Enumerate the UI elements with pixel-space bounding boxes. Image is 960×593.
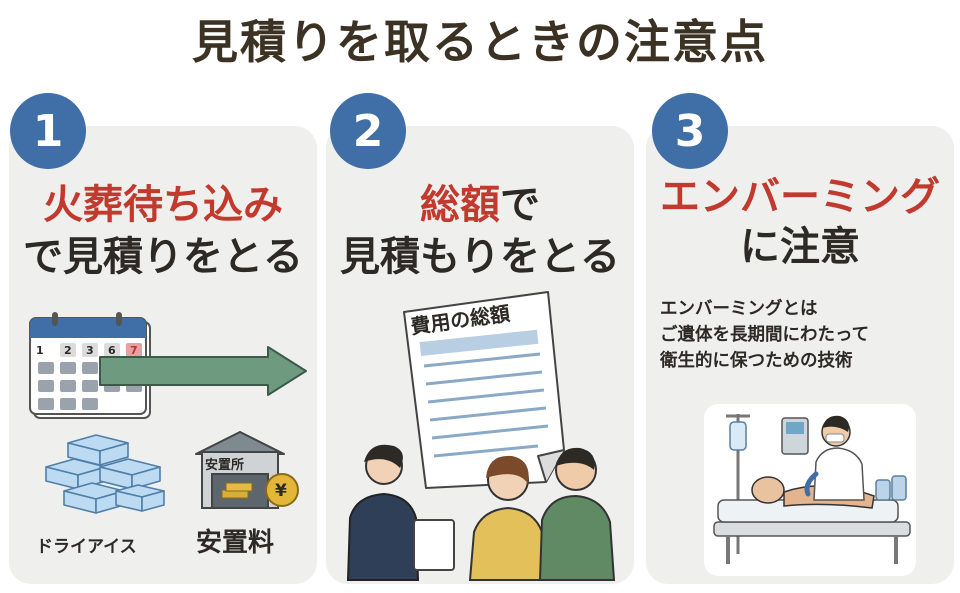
morgue-sign-label: 安置所: [205, 458, 245, 473]
card2-heading-suffix: で: [500, 182, 540, 228]
calendar-day-7: 7: [130, 344, 138, 357]
morgue-building-icon: [195, 431, 299, 509]
description-line-3: 衛生的に保つための技術: [660, 351, 853, 371]
card2-heading-line1: 総額で: [326, 180, 634, 230]
morgue-fee-label: 安置料: [196, 528, 275, 558]
calendar-day-6: 6: [108, 344, 116, 357]
cost-document-icon: [403, 291, 565, 489]
family-consultation-illustration: [346, 444, 616, 581]
description-line-2: ご遺体を長期間にわたって: [660, 325, 870, 345]
description-line-1: エンバーミングとは: [660, 299, 818, 319]
embalming-description: エンバーミングとは ご遺体を長期間にわたって 衛生的に保つための技術: [660, 296, 950, 374]
page-title: 見積りを取るときの注意点: [192, 15, 768, 69]
card1-heading-line2: で見積りをとる: [23, 234, 303, 280]
dry-ice-label: ドライアイス: [36, 537, 137, 557]
number-badge-2: 2: [330, 93, 406, 169]
card2-heading-red: 総額: [420, 182, 500, 228]
card2-heading-line2: 見積もりをとる: [340, 234, 620, 280]
card3-heading-line1: エンバーミング: [660, 174, 940, 220]
dry-ice-icon: [45, 434, 165, 514]
embalming-illustration: [704, 404, 916, 576]
calendar-day-1: 1: [36, 344, 44, 357]
calendar-day-3: 3: [86, 344, 94, 357]
card3-heading-line2: に注意: [740, 224, 860, 270]
card1-heading-line1: 火葬待ち込み: [43, 182, 283, 228]
arrow-right-icon: [99, 346, 307, 396]
number-badge-1: 1: [10, 93, 86, 169]
yen-coin-icon: ¥: [275, 481, 287, 501]
number-badge-3: 3: [652, 93, 728, 169]
calendar-day-2: 2: [64, 344, 72, 357]
